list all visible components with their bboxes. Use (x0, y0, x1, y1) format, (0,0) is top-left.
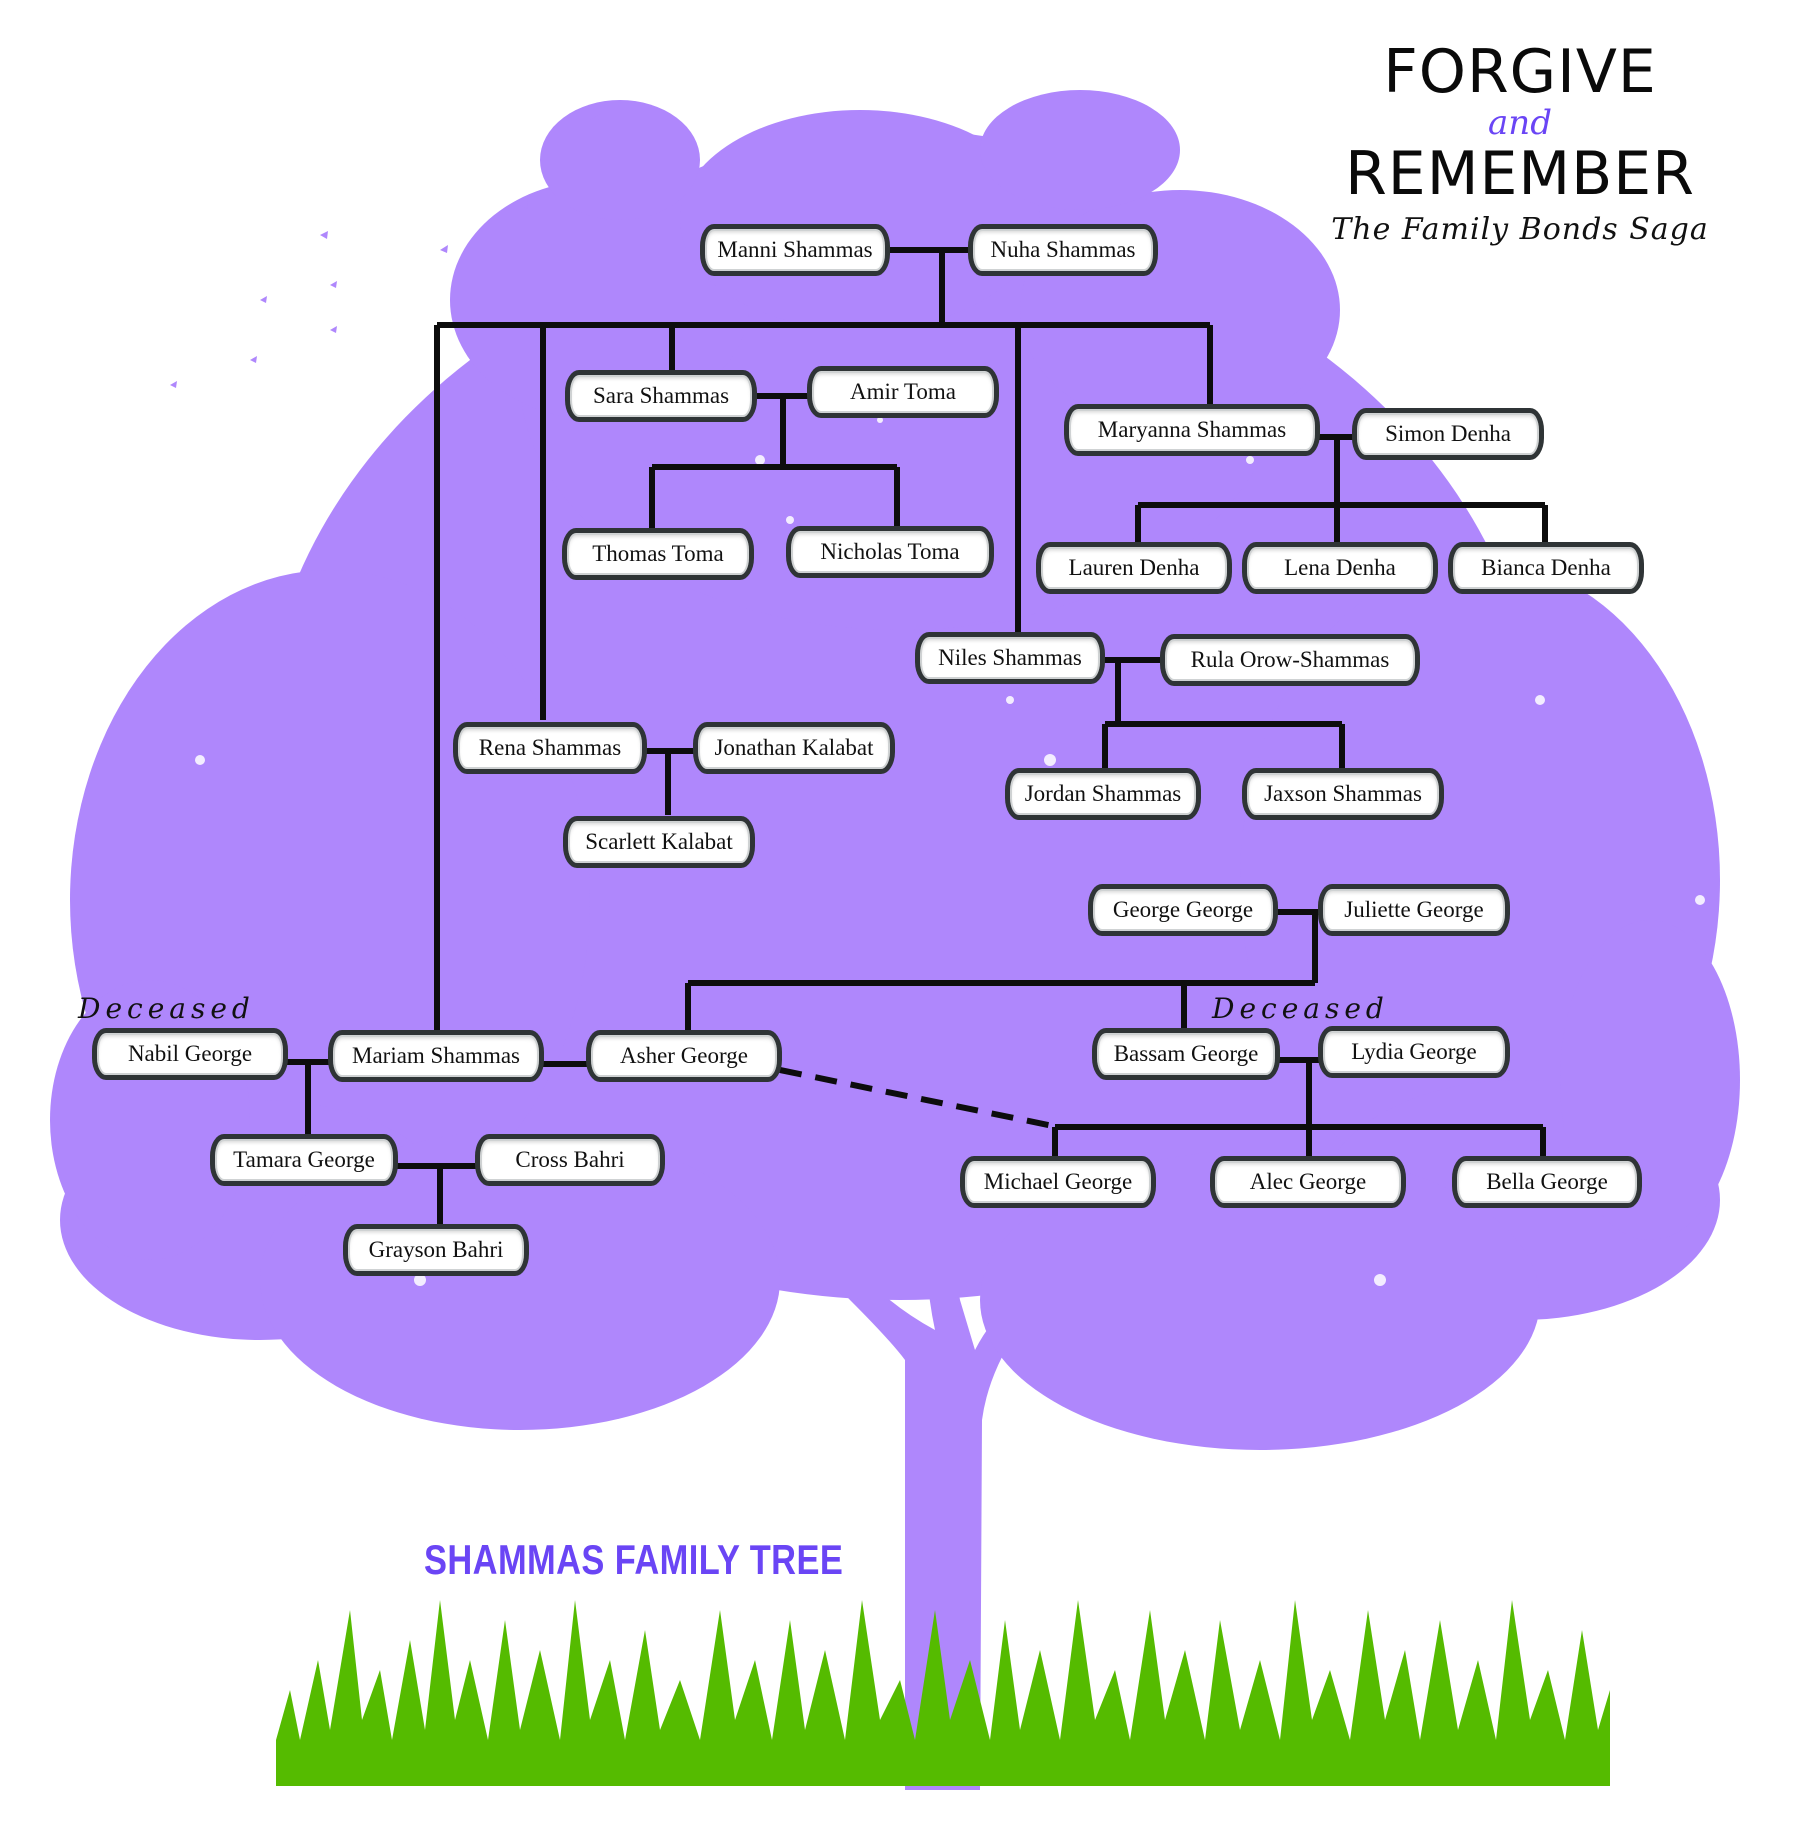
person-node-cross-bahri[interactable]: Cross Bahri (475, 1134, 665, 1186)
person-node-tamara-george[interactable]: Tamara George (210, 1134, 398, 1186)
person-node-george-george[interactable]: George George (1088, 884, 1278, 936)
title-forgive: FORGIVE (1383, 37, 1657, 107)
person-node-bella-george[interactable]: Bella George (1452, 1156, 1642, 1208)
person-node-rena-shammas[interactable]: Rena Shammas (453, 722, 647, 774)
person-node-mariam-shammas[interactable]: Mariam Shammas (328, 1030, 544, 1082)
person-node-scarlett-kalabat[interactable]: Scarlett Kalabat (563, 816, 755, 868)
person-node-nabil-george[interactable]: Nabil George (92, 1028, 288, 1080)
person-node-bianca-denha[interactable]: Bianca Denha (1448, 542, 1644, 594)
person-node-grayson-bahri[interactable]: Grayson Bahri (343, 1224, 529, 1276)
leaf-speckles (195, 417, 1705, 1286)
header: FORGIVE and REMEMBER The Family Bonds Sa… (1270, 40, 1770, 248)
person-node-simon-denha[interactable]: Simon Denha (1352, 408, 1544, 460)
person-node-thomas-toma[interactable]: Thomas Toma (562, 528, 754, 580)
person-node-jonathan-kalabat[interactable]: Jonathan Kalabat (693, 722, 895, 774)
person-node-maryanna-shammas[interactable]: Maryanna Shammas (1064, 404, 1320, 456)
person-node-niles-shammas[interactable]: Niles Shammas (915, 632, 1105, 684)
title-remember: REMEMBER (1345, 139, 1695, 209)
person-node-lauren-denha[interactable]: Lauren Denha (1036, 542, 1232, 594)
person-node-bassam-george[interactable]: Bassam George (1092, 1028, 1280, 1080)
person-node-jaxson-shammas[interactable]: Jaxson Shammas (1242, 768, 1444, 820)
deceased-label-nabil: Deceased (78, 992, 255, 1025)
person-node-lydia-george[interactable]: Lydia George (1318, 1026, 1510, 1078)
subtitle-saga: The Family Bonds Saga (1331, 212, 1709, 247)
person-node-nuha-shammas[interactable]: Nuha Shammas (968, 224, 1158, 276)
grass (276, 1600, 1610, 1786)
connector-asher-michael-dashed (779, 1067, 1059, 1130)
deceased-label-bassam: Deceased (1212, 992, 1389, 1025)
person-node-jordan-shammas[interactable]: Jordan Shammas (1005, 768, 1201, 820)
person-node-nicholas-toma[interactable]: Nicholas Toma (786, 526, 994, 578)
person-node-lena-denha[interactable]: Lena Denha (1242, 542, 1438, 594)
person-node-sara-shammas[interactable]: Sara Shammas (565, 370, 757, 422)
birds (170, 114, 600, 388)
person-node-rula-orow-shammas[interactable]: Rula Orow-Shammas (1160, 634, 1420, 686)
title-and: and (1488, 103, 1552, 143)
person-node-asher-george[interactable]: Asher George (586, 1030, 782, 1082)
tree-title: SHAMMAS FAMILY TREE (424, 1536, 844, 1583)
person-node-manni-shammas[interactable]: Manni Shammas (700, 224, 890, 276)
person-node-juliette-george[interactable]: Juliette George (1318, 884, 1510, 936)
person-node-michael-george[interactable]: Michael George (960, 1156, 1156, 1208)
person-node-amir-toma[interactable]: Amir Toma (807, 366, 999, 418)
person-node-alec-george[interactable]: Alec George (1210, 1156, 1406, 1208)
connectors (285, 247, 1548, 1230)
